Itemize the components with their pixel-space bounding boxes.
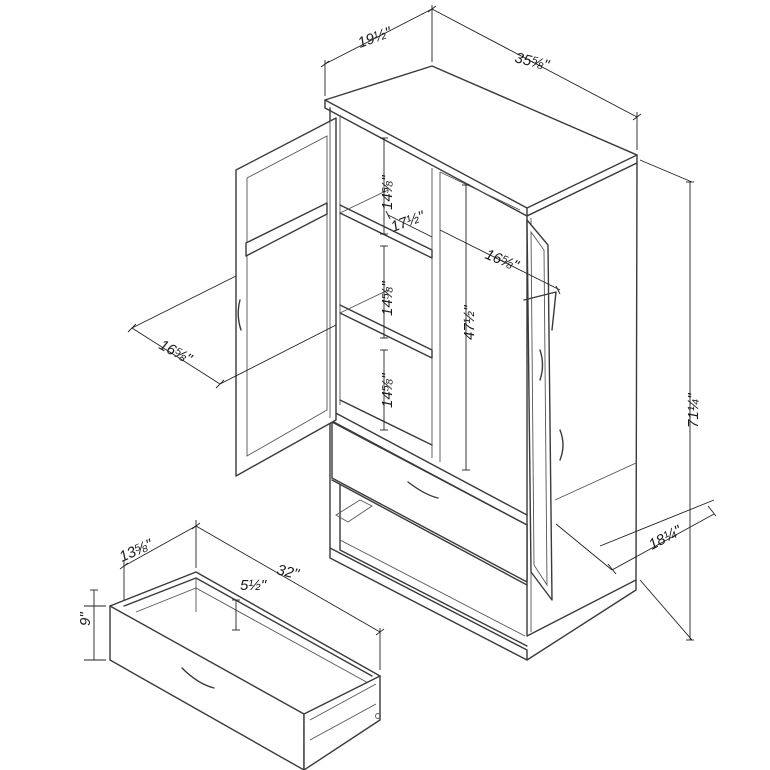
label-shelf-height-1: 14⅝" bbox=[379, 175, 396, 210]
dimension-lines bbox=[84, 5, 717, 670]
label-hang-height: 47½" bbox=[461, 305, 478, 340]
label-drawer-depth: 13⅝" bbox=[117, 536, 156, 566]
drawer bbox=[109, 571, 381, 770]
label-drawer-height: 9" bbox=[77, 612, 94, 626]
label-door-width: 16⅝" bbox=[156, 337, 195, 369]
label-total-height: 71¼" bbox=[685, 393, 702, 428]
cabinet-body bbox=[324, 65, 638, 661]
label-shelf-height-3: 14⅝" bbox=[379, 373, 396, 408]
label-base-depth: 18¼" bbox=[646, 522, 685, 554]
left-door bbox=[235, 117, 337, 477]
label-drawer-width: 32" bbox=[275, 561, 301, 583]
label-shelf-height-2: 14⅝" bbox=[379, 281, 396, 316]
label-drawer-inner-height: 5½" bbox=[240, 577, 267, 594]
label-top-depth: 19½" bbox=[356, 24, 395, 52]
right-door bbox=[523, 219, 564, 601]
label-inner-width: 16⅝" bbox=[483, 246, 522, 275]
label-top-width: 35⅝" bbox=[513, 49, 551, 74]
